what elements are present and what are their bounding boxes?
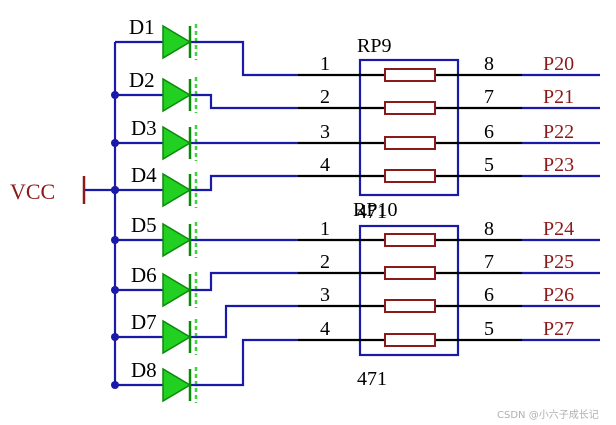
led-8: D8 bbox=[111, 358, 198, 403]
rp-body bbox=[358, 224, 460, 357]
led-3: D3 bbox=[111, 116, 198, 161]
led-6: D6 bbox=[111, 263, 198, 308]
led-1: D1 bbox=[115, 15, 198, 60]
led-label: D4 bbox=[131, 163, 157, 187]
rp-left-pin-number: 2 bbox=[320, 251, 330, 273]
vcc-junction-dot bbox=[111, 186, 119, 194]
led-triangle bbox=[162, 125, 192, 161]
led-7: D7 bbox=[111, 310, 198, 355]
junction-dot bbox=[111, 91, 119, 99]
rp-right-pin-number: 6 bbox=[484, 284, 494, 306]
route-d7 bbox=[195, 304, 298, 339]
led-5: D5 bbox=[111, 213, 198, 258]
rp-right-pin-number: 7 bbox=[484, 86, 494, 108]
rp-right-pin-number: 8 bbox=[484, 218, 494, 240]
rp-left-pin-number: 4 bbox=[320, 318, 330, 340]
led-label: D8 bbox=[131, 358, 157, 382]
rp-right-pin-number: 5 bbox=[484, 318, 494, 340]
junction-dot bbox=[111, 333, 119, 341]
junction-dot bbox=[111, 381, 119, 389]
port-label: P20 bbox=[543, 53, 574, 75]
junction-dot bbox=[111, 286, 119, 294]
vcc-label: VCC bbox=[10, 179, 55, 204]
resistor-element bbox=[384, 68, 436, 82]
resistor-network-2: RP10 1 8 P24 2 7 P25 3 6 P26 4 5 P27 471 bbox=[298, 199, 600, 390]
rp-right-pin-number: 6 bbox=[484, 121, 494, 143]
led-2: D2 bbox=[111, 68, 198, 113]
led-triangle bbox=[162, 272, 192, 308]
rp-left-pin-number: 3 bbox=[320, 121, 330, 143]
resistor-network-1: RP9 1 8 P20 2 7 P21 3 6 P22 4 5 P23 471 bbox=[298, 35, 600, 223]
rp-value: 471 bbox=[357, 368, 387, 390]
port-label: P25 bbox=[543, 251, 574, 273]
port-label: P26 bbox=[543, 284, 574, 306]
resistor-element bbox=[384, 136, 436, 150]
led-triangle bbox=[162, 222, 192, 258]
rp-left-pin-number: 4 bbox=[320, 154, 330, 176]
rp-left-pin-number: 2 bbox=[320, 86, 330, 108]
rp-right-pin-number: 8 bbox=[484, 53, 494, 75]
rp-body bbox=[358, 58, 460, 197]
resistor-element bbox=[384, 169, 436, 183]
rp-left-pin-number: 1 bbox=[320, 218, 330, 240]
watermark: CSDN @小六子成长记 bbox=[497, 409, 599, 421]
port-label: P23 bbox=[543, 154, 574, 176]
led-triangle bbox=[162, 172, 192, 208]
led-triangle bbox=[162, 77, 192, 113]
rp-value: 471 bbox=[357, 201, 387, 223]
rp-right-pin-number: 7 bbox=[484, 251, 494, 273]
resistor-element bbox=[384, 266, 436, 280]
resistor-element bbox=[384, 101, 436, 115]
led-label: D7 bbox=[131, 310, 157, 334]
resistor-element bbox=[384, 299, 436, 313]
rp-name: RP10 bbox=[353, 199, 397, 221]
rp-right-pin-number: 5 bbox=[484, 154, 494, 176]
resistor-element bbox=[384, 333, 436, 347]
route-d8 bbox=[195, 338, 298, 387]
led-4: D4 bbox=[111, 163, 198, 208]
led-label: D6 bbox=[131, 263, 157, 287]
led-triangle bbox=[162, 319, 192, 355]
led-label: D3 bbox=[131, 116, 157, 140]
route-d6 bbox=[195, 271, 298, 292]
port-label: P24 bbox=[543, 218, 574, 240]
rp-left-pin-number: 1 bbox=[320, 53, 330, 75]
led-label: D1 bbox=[129, 15, 155, 39]
port-label: P22 bbox=[543, 121, 574, 143]
junction-dot bbox=[111, 236, 119, 244]
route-d4 bbox=[195, 174, 298, 192]
route-d2 bbox=[195, 93, 298, 110]
rp-left-pin-number: 3 bbox=[320, 284, 330, 306]
route-d1 bbox=[195, 40, 298, 77]
led-label: D2 bbox=[129, 68, 155, 92]
rp-name: RP9 bbox=[357, 35, 391, 57]
port-label: P27 bbox=[543, 318, 574, 340]
resistor-element bbox=[384, 233, 436, 247]
junction-dot bbox=[111, 139, 119, 147]
led-wiring bbox=[195, 40, 298, 387]
led-triangle bbox=[162, 367, 192, 403]
led-label: D5 bbox=[131, 213, 157, 237]
led-triangle bbox=[162, 24, 192, 60]
port-label: P21 bbox=[543, 86, 574, 108]
